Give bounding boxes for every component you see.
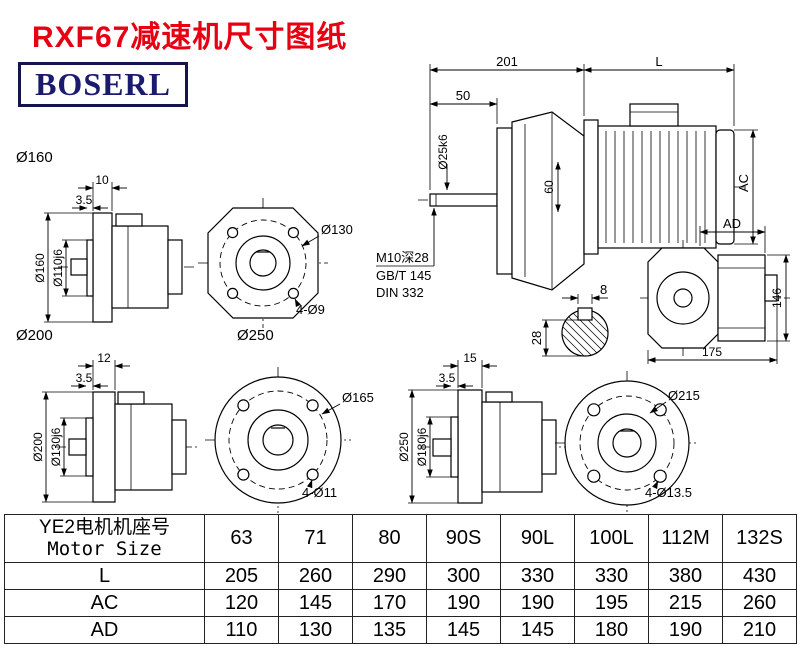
size-col-71: 71 [278, 514, 353, 563]
row-label-ac: AC [4, 589, 205, 617]
motor-size-header-cell: YE2电机机座号 Motor Size [4, 514, 205, 563]
table-cell: 120 [204, 589, 279, 617]
size-col-90s: 90S [426, 514, 501, 563]
flange200-title: Ø200 [16, 327, 53, 344]
table-cell: 135 [352, 616, 427, 644]
flange200-holes-label: 4-Ø11 [302, 485, 337, 500]
motor-fins [605, 131, 706, 243]
flange250-title: Ø250 [237, 327, 274, 344]
row-label-l: L [4, 562, 205, 590]
dim-ad-label: AD [723, 216, 741, 231]
table-cell: 430 [722, 562, 797, 590]
dim-201-label: 201 [496, 54, 518, 69]
flange200-bolt-circle-label: Ø165 [342, 390, 374, 405]
flange200-od-label: Ø200 [31, 432, 45, 462]
size-col-132s: 132S [722, 514, 797, 563]
note-din-label: DIN 332 [376, 285, 424, 300]
flange250-side-view: Ø250 15 3.5 Ø250 [237, 327, 568, 504]
table-cell: 260 [722, 589, 797, 617]
motor-size-table: YE2电机机座号 Motor Size 63 71 80 90S 90L 100… [4, 514, 797, 644]
page-title: RXF67减速机尺寸图纸 [32, 21, 348, 54]
row-label-ad: AD [4, 616, 205, 644]
side-view-drawing: 201 L 50 Ø25k6 60 AC M10深28 GB/T 145 DIN… [376, 54, 758, 300]
dim-146-label: 146 [770, 288, 784, 308]
table-cell: 145 [278, 589, 353, 617]
flange200-front-view: Ø165 4-Ø11 [205, 367, 374, 513]
table-cell: 210 [722, 616, 797, 644]
flange200-thickness-label: 12 [97, 351, 111, 365]
table-cell: 190 [648, 616, 723, 644]
table-cell: 145 [500, 616, 575, 644]
flange160-od-label: Ø160 [33, 253, 47, 283]
flange160-thickness-label: 10 [95, 173, 109, 187]
table-cell: 205 [204, 562, 279, 590]
table-row-ad: AD 110 130 135 145 145 180 190 210 [4, 616, 797, 644]
boserl-logo-text: BOSERL [35, 66, 171, 102]
flange160-spigot-depth-label: 3.5 [76, 193, 93, 207]
table-cell: 380 [648, 562, 723, 590]
keyway-height-label: 28 [529, 331, 544, 345]
boserl-logo: BOSERL [18, 62, 188, 107]
flange250-spigot-depth-label: 3.5 [439, 371, 456, 385]
size-col-112m: 112M [648, 514, 723, 563]
table-cell: 195 [574, 589, 649, 617]
flange200-spigot-depth-label: 3.5 [76, 371, 93, 385]
table-cell: 215 [648, 589, 723, 617]
motor-size-header-cn: YE2电机机座号 [39, 516, 170, 538]
dim-ac-label: AC [736, 174, 751, 192]
table-cell: 145 [426, 616, 501, 644]
table-cell: 300 [426, 562, 501, 590]
table-cell: 130 [278, 616, 353, 644]
dim-60-label: 60 [542, 180, 556, 194]
table-cell: 110 [204, 616, 279, 644]
table-header-row: YE2电机机座号 Motor Size 63 71 80 90S 90L 100… [4, 514, 797, 563]
table-cell: 190 [500, 589, 575, 617]
flange200-spigot-label: Ø130j6 [49, 427, 63, 466]
flange250-spigot-label: Ø180j6 [415, 427, 429, 466]
table-cell: 180 [574, 616, 649, 644]
flange200-side-view: Ø200 12 3.5 Ø200 [16, 327, 198, 503]
shaft-diameter-label: Ø25k6 [436, 134, 450, 170]
flange160-side-view: Ø160 10 3.5 Ø160 [16, 149, 195, 323]
flange250-bolt-circle-label: Ø215 [668, 388, 700, 403]
flange160-holes-label: 4-Ø9 [296, 302, 325, 317]
flange160-bolt-circle-label: Ø130 [321, 222, 353, 237]
keyway-hatch [562, 310, 608, 356]
table-row-l: L 205 260 290 300 330 330 380 430 [4, 562, 797, 590]
size-col-80: 80 [352, 514, 427, 563]
motor-size-header-en: Motor Size [47, 537, 162, 560]
end-view-drawing: AD 146 175 [640, 216, 790, 364]
size-col-63: 63 [204, 514, 279, 563]
table-cell: 170 [352, 589, 427, 617]
table-cell: 290 [352, 562, 427, 590]
table-cell: 330 [500, 562, 575, 590]
keyway-section-drawing: 8 28 [529, 282, 609, 357]
table-row-ac: AC 120 145 170 190 190 195 215 260 [4, 589, 797, 617]
flange250-thickness-label: 15 [463, 351, 477, 365]
keyway-width-label: 8 [600, 282, 607, 297]
size-col-90l: 90L [500, 514, 575, 563]
dim-175-label: 175 [702, 345, 722, 359]
note-gbt-label: GB/T 145 [376, 268, 431, 283]
table-cell: 190 [426, 589, 501, 617]
flange160-spigot-label: Ø110j6 [51, 249, 65, 287]
table-cell: 260 [278, 562, 353, 590]
dim-l-label: L [655, 54, 662, 69]
flange160-title: Ø160 [16, 149, 53, 166]
table-cell: 330 [574, 562, 649, 590]
flange160-front-view: Ø130 4-Ø9 [198, 198, 353, 328]
note-thread-label: M10深28 [376, 250, 429, 265]
dim-50-label: 50 [456, 88, 470, 103]
flange250-holes-label: 4-Ø13.5 [645, 485, 692, 500]
flange250-front-view: Ø215 4-Ø13.5 [555, 371, 700, 515]
flange250-od-label: Ø250 [397, 432, 411, 462]
size-col-100l: 100L [574, 514, 649, 563]
